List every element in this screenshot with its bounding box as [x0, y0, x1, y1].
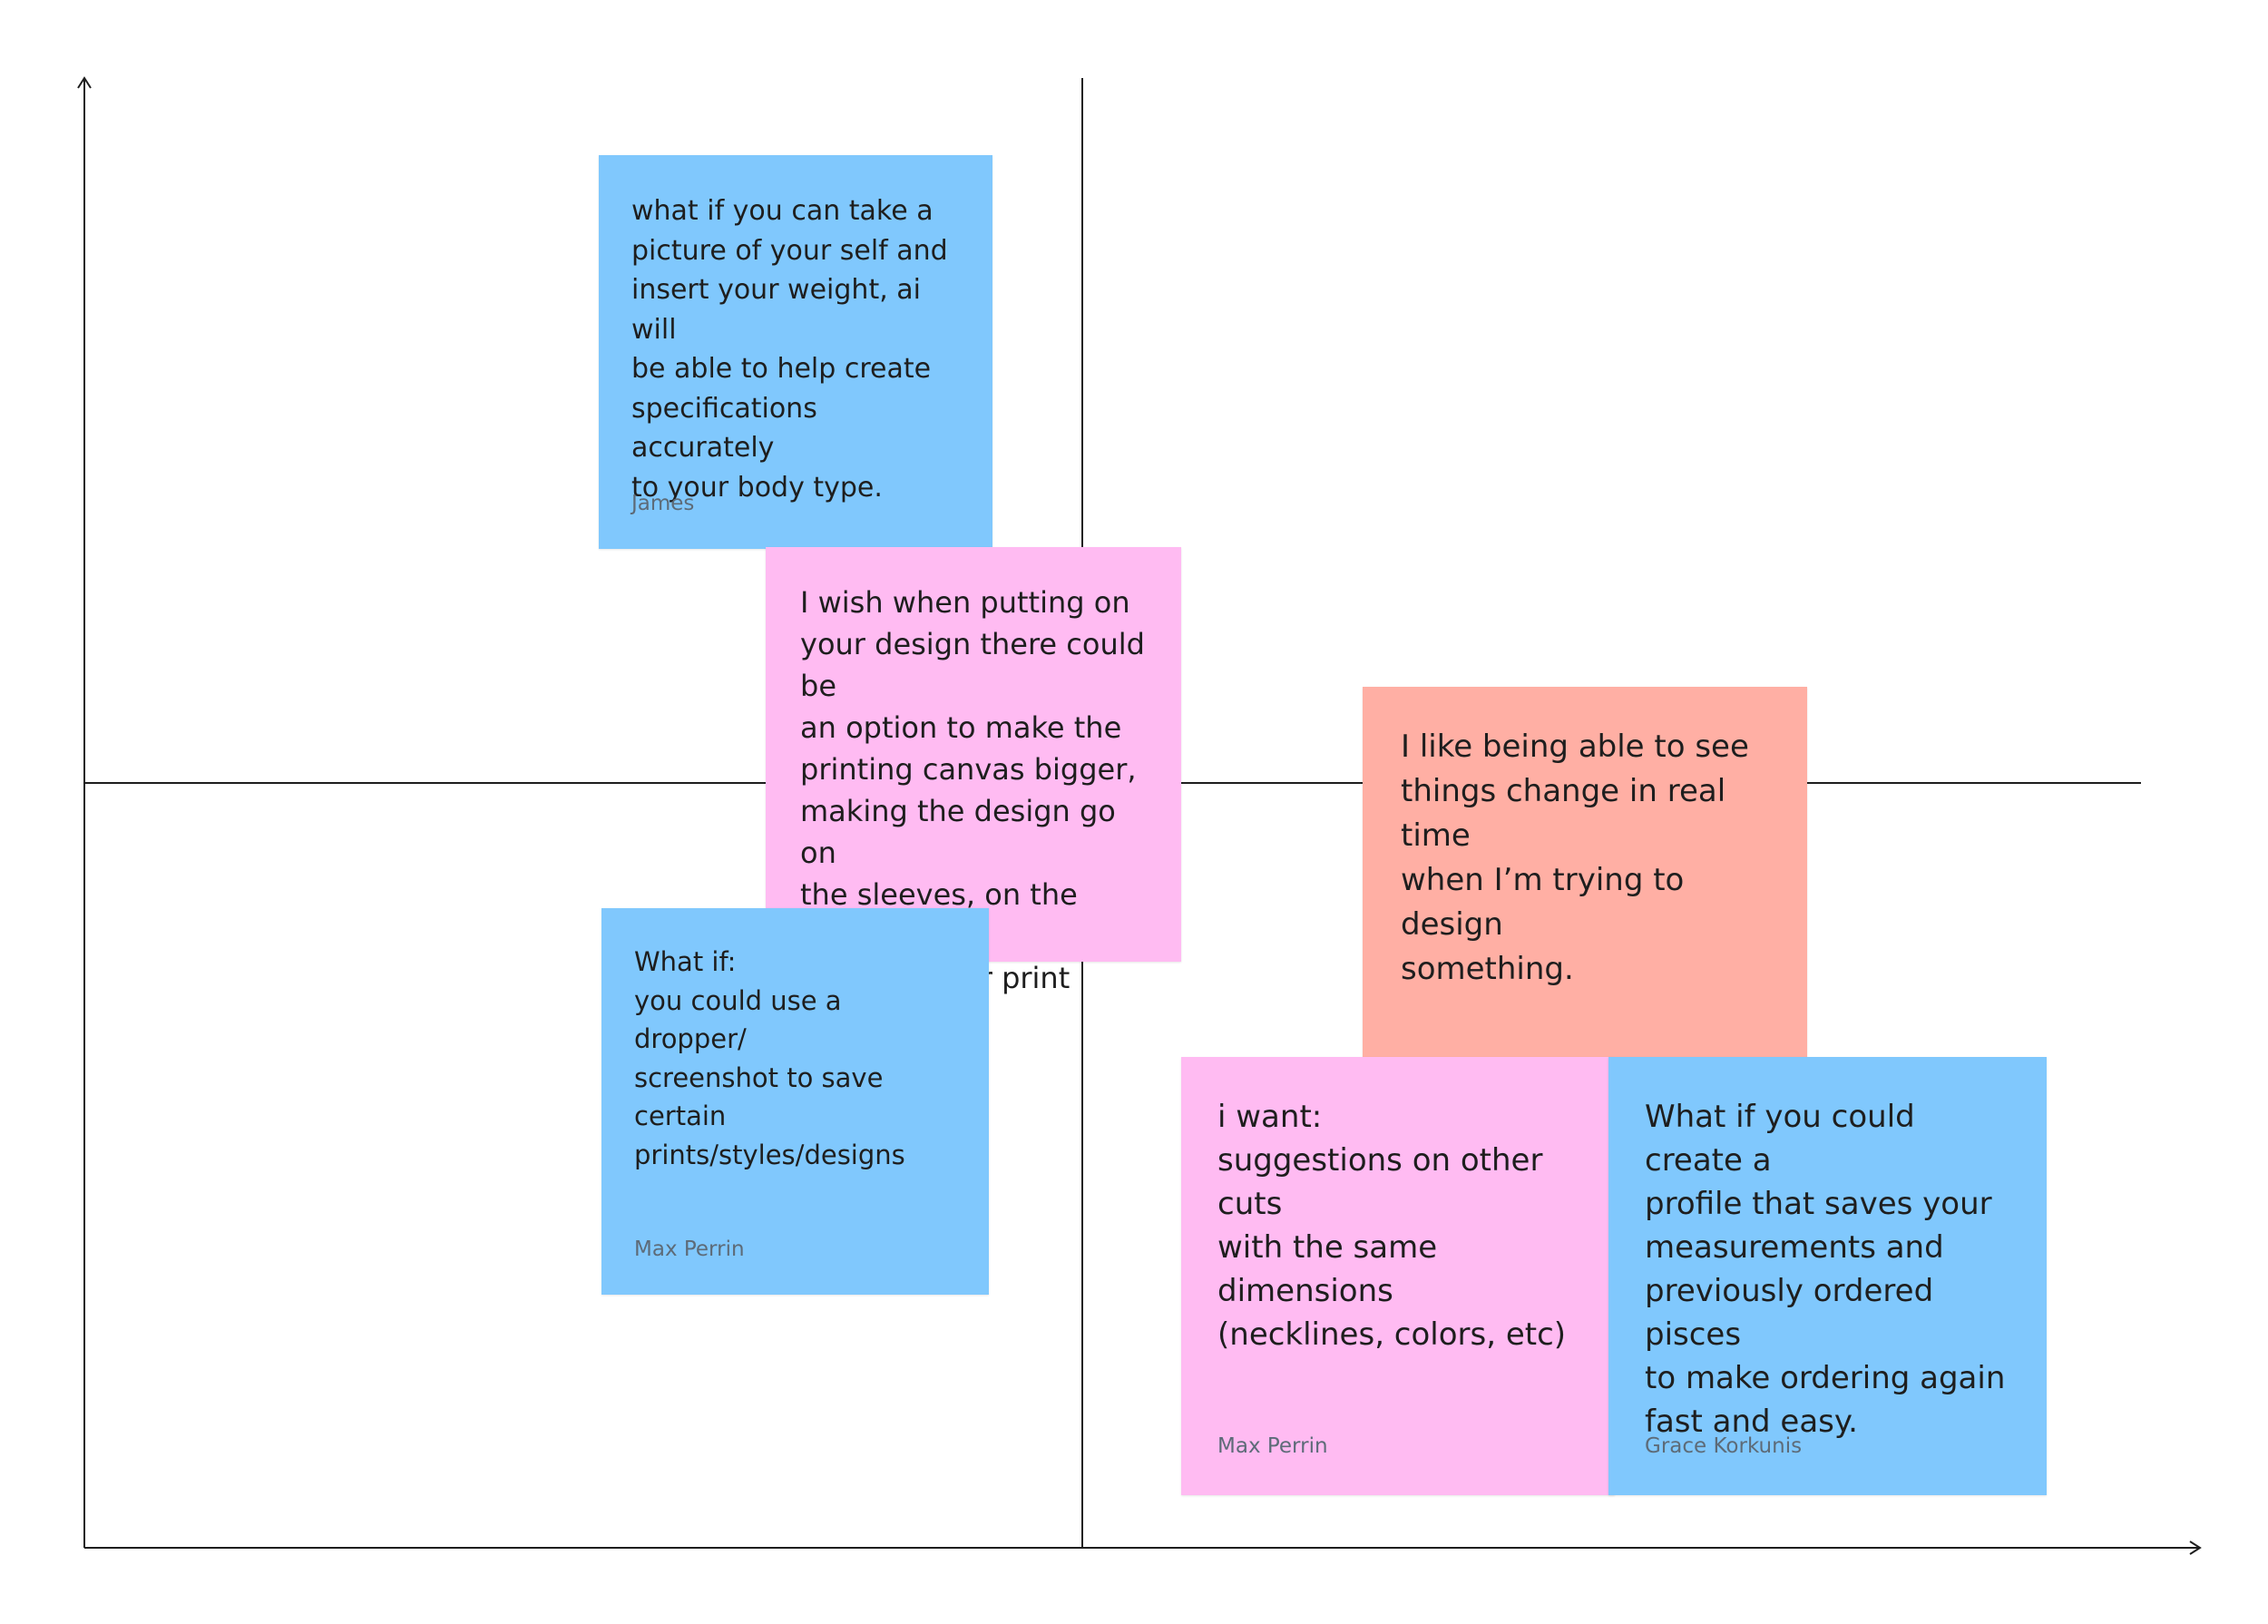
- sticky-note-text: I wish when putting on your design there…: [800, 585, 1145, 995]
- sticky-note-author: Grace Korkunis: [1645, 1434, 1803, 1458]
- sticky-note-author: James: [631, 492, 695, 515]
- sticky-note-suggestions[interactable]: i want: suggestions on other cuts with t…: [1181, 1057, 1615, 1495]
- sticky-note-printing-canvas[interactable]: I wish when putting on your design there…: [766, 547, 1181, 995]
- y-axis-arrow-icon: [77, 76, 92, 89]
- sticky-note-real-time[interactable]: I like being able to see things change i…: [1363, 687, 1807, 1059]
- sticky-note-text: what if you can take a picture of your s…: [631, 195, 948, 504]
- sticky-note-text: i want: suggestions on other cuts with t…: [1217, 1099, 1567, 1353]
- x-axis-arrow-icon: [2189, 1541, 2202, 1555]
- sticky-note-text: What if you could create a profile that …: [1645, 1099, 2006, 1440]
- sticky-note-author: Max Perrin: [634, 1238, 745, 1261]
- sticky-note-profile[interactable]: What if you could create a profile that …: [1608, 1057, 2047, 1495]
- sticky-note-dropper[interactable]: What if: you could use a dropper/ screen…: [601, 908, 989, 1295]
- sticky-note-text: What if: you could use a dropper/ screen…: [634, 946, 905, 1170]
- sticky-note-text: I like being able to see things change i…: [1401, 729, 1749, 987]
- sticky-note-author: Max Perrin: [1217, 1434, 1328, 1458]
- sticky-note-james[interactable]: what if you can take a picture of your s…: [599, 155, 992, 549]
